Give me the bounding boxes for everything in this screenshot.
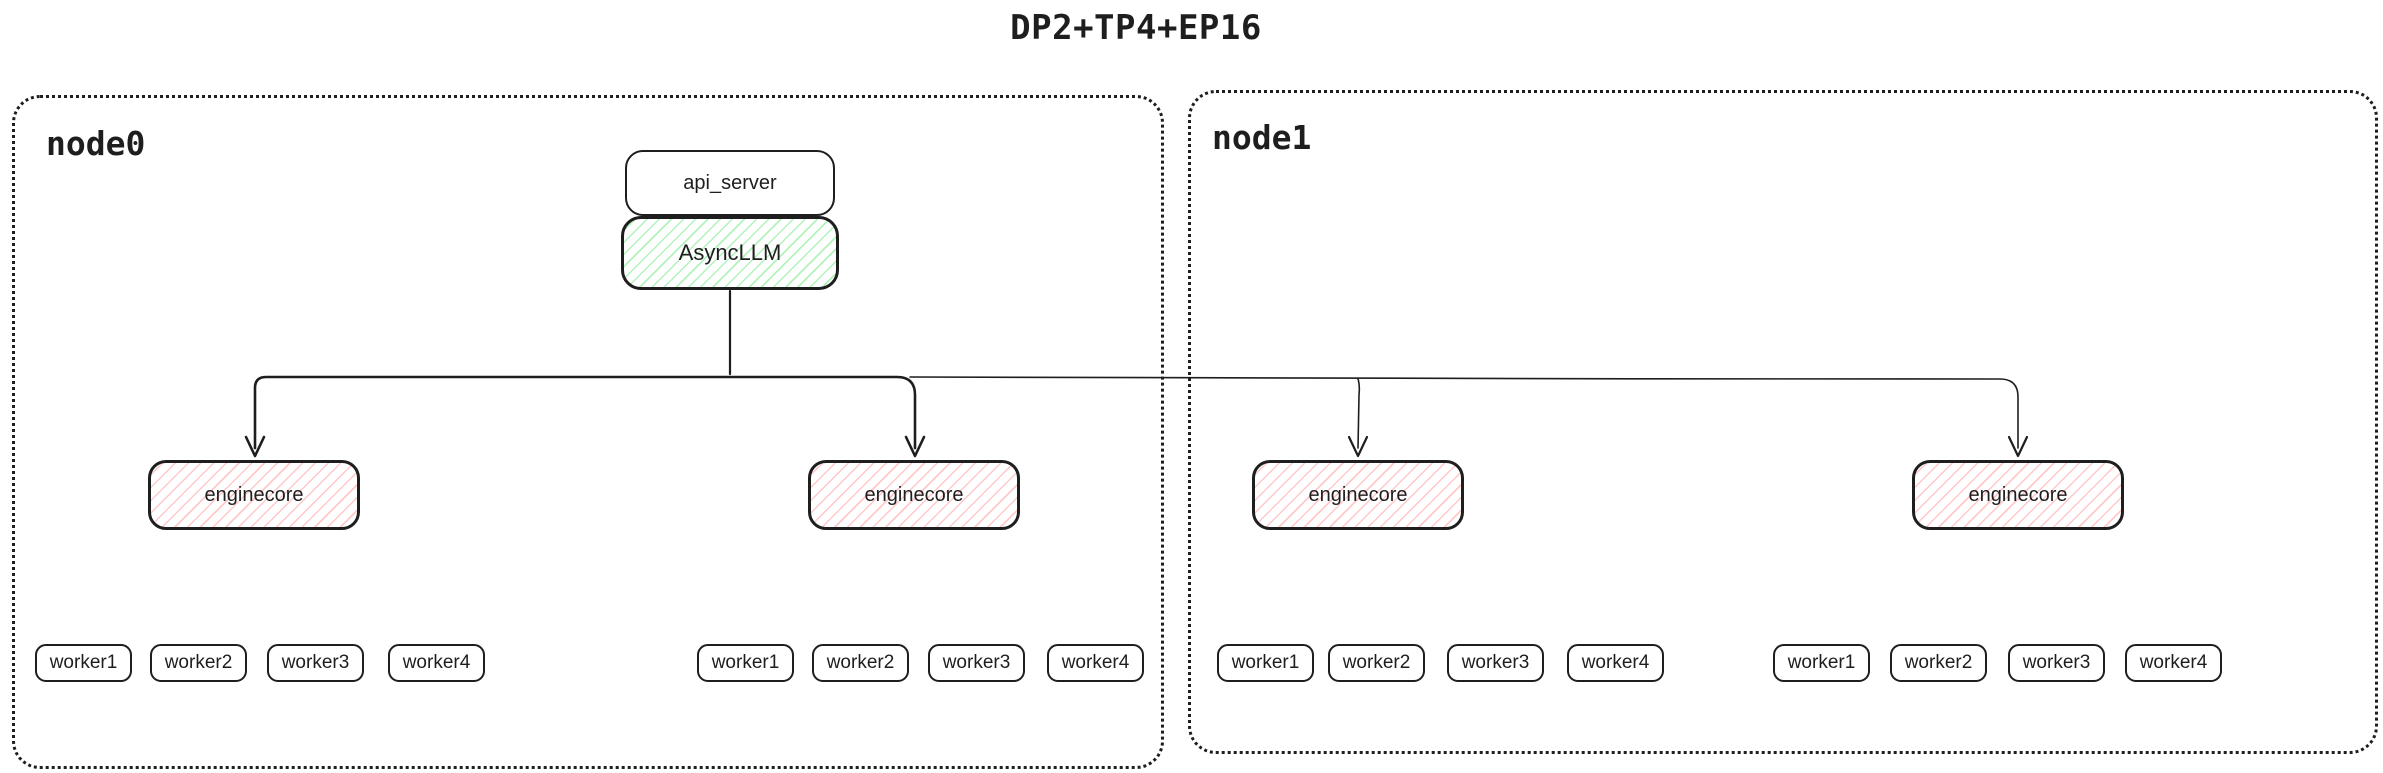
worker-box: worker4 [1047,644,1144,682]
worker-box: worker1 [1217,644,1314,682]
worker-label: worker4 [1061,652,1130,673]
api-server-label: api_server [683,171,777,194]
worker-label: worker4 [2139,652,2208,673]
worker-label: worker4 [1581,652,1650,673]
enginecore-label: enginecore [1968,483,2068,506]
worker-box: worker2 [150,644,247,682]
worker-box: worker3 [2008,644,2105,682]
node1-label: node1 [1212,118,1312,157]
worker-label: worker1 [1787,652,1856,673]
worker-label: worker4 [402,652,471,673]
worker-box: worker2 [1328,644,1425,682]
worker-box: worker3 [267,644,364,682]
api-server-box: api_server [625,150,835,216]
worker-box: worker3 [1447,644,1544,682]
async-llm-box: AsyncLLM [621,216,839,290]
enginecore-box: enginecore [808,460,1020,530]
worker-box: worker4 [1567,644,1664,682]
enginecore-box: enginecore [1252,460,1464,530]
worker-label: worker3 [281,652,350,673]
worker-box: worker1 [697,644,794,682]
enginecore-box: enginecore [1912,460,2124,530]
worker-box: worker3 [928,644,1025,682]
worker-label: worker2 [1904,652,1973,673]
worker-label: worker1 [1231,652,1300,673]
enginecore-label: enginecore [1308,483,1408,506]
worker-box: worker2 [812,644,909,682]
worker-box: worker2 [1890,644,1987,682]
enginecore-box: enginecore [148,460,360,530]
worker-label: worker2 [164,652,233,673]
worker-label: worker3 [1461,652,1530,673]
worker-label: worker2 [826,652,895,673]
worker-label: worker3 [2022,652,2091,673]
worker-label: worker2 [1342,652,1411,673]
worker-box: worker4 [388,644,485,682]
node0-label: node0 [46,124,146,163]
diagram-title: DP2+TP4+EP16 [1010,8,1262,48]
async-llm-label: AsyncLLM [678,240,782,265]
worker-label: worker1 [711,652,780,673]
worker-box: worker1 [35,644,132,682]
worker-box: worker4 [2125,644,2222,682]
enginecore-label: enginecore [204,483,304,506]
worker-box: worker1 [1773,644,1870,682]
worker-label: worker1 [49,652,118,673]
worker-label: worker3 [942,652,1011,673]
enginecore-label: enginecore [864,483,964,506]
